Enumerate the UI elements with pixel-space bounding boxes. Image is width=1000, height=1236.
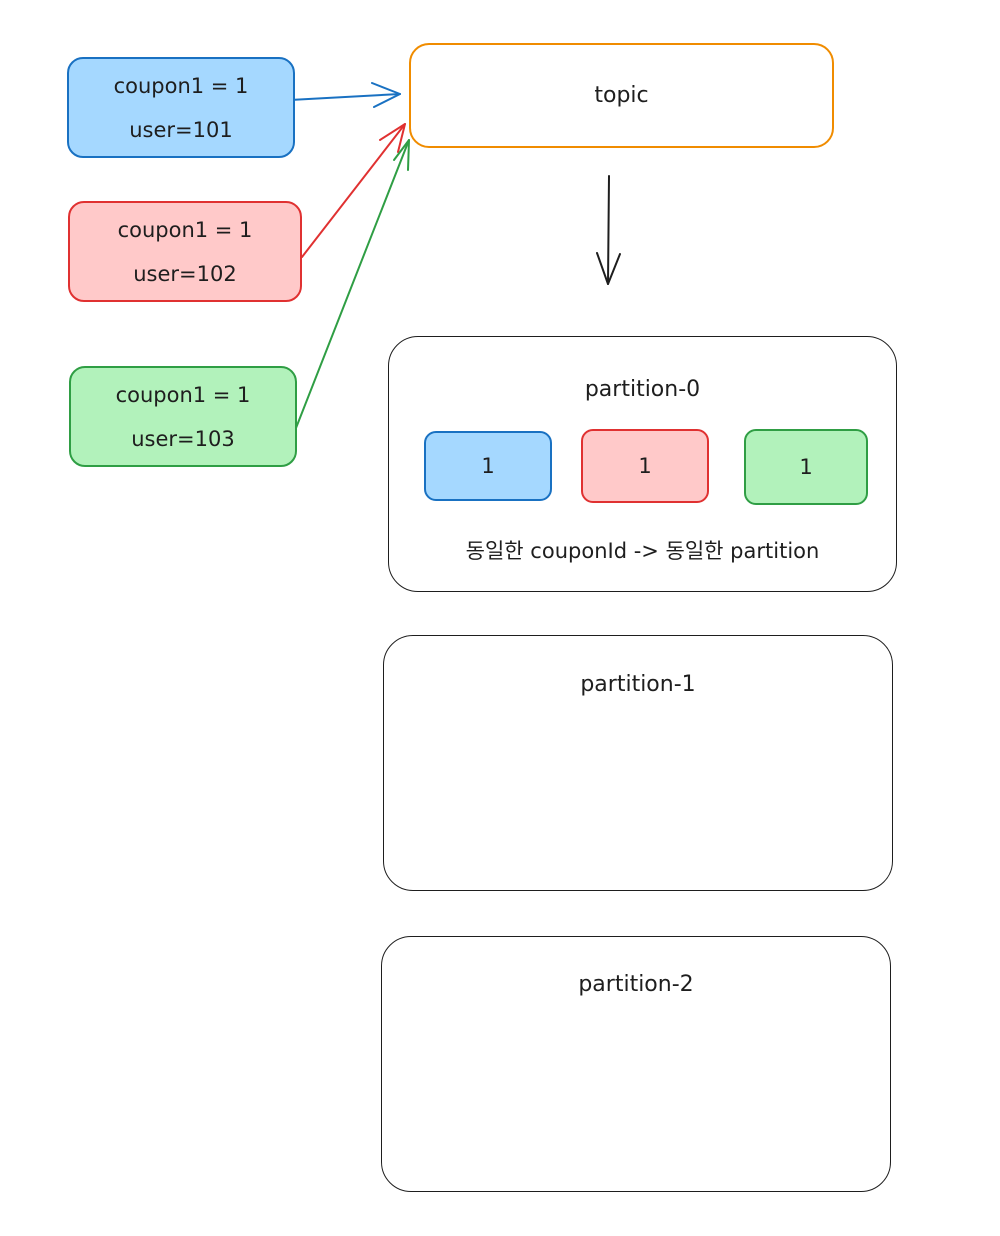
arrow-msg2-to-topic <box>301 123 406 258</box>
message-box-user-103: coupon1 = 1 user=103 <box>69 366 297 467</box>
partition-0-box: partition-0 1 1 1 동일한 couponId -> 동일한 pa… <box>388 336 897 592</box>
message-coupon-text: coupon1 = 1 <box>117 217 253 242</box>
partition-0-label: partition-0 <box>584 377 701 402</box>
arrow-topic-to-partitions <box>596 175 621 285</box>
message-box-user-102: coupon1 = 1 user=102 <box>68 201 302 302</box>
message-user-text: user=102 <box>133 261 237 286</box>
topic-box: topic <box>409 43 834 148</box>
message-coupon-text: coupon1 = 1 <box>113 73 249 98</box>
topic-label: topic <box>594 83 649 108</box>
partition-0-caption: 동일한 couponId -> 동일한 partition <box>465 539 820 563</box>
partition-1-label: partition-1 <box>580 672 696 697</box>
message-coupon-text: coupon1 = 1 <box>115 382 251 407</box>
partition-1-box: partition-1 <box>383 635 893 891</box>
partition-2-box: partition-2 <box>381 936 891 1192</box>
arrow-msg1-to-topic <box>289 82 401 108</box>
message-user-text: user=101 <box>129 117 233 142</box>
message-chip-green: 1 <box>744 429 868 505</box>
message-chip-red: 1 <box>581 429 709 503</box>
message-chip-blue: 1 <box>424 431 552 501</box>
partition-2-label: partition-2 <box>578 972 694 997</box>
message-box-user-101: coupon1 = 1 user=101 <box>67 57 295 158</box>
message-user-text: user=103 <box>131 426 235 451</box>
